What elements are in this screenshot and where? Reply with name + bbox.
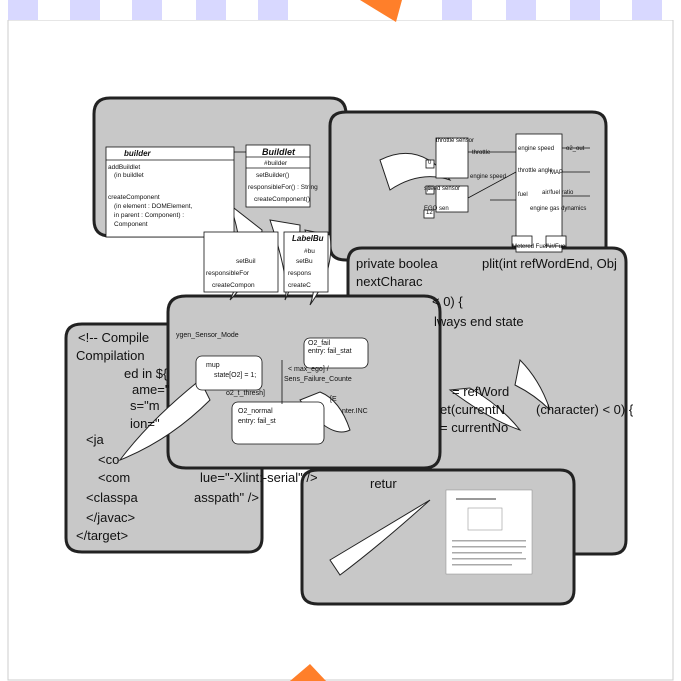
- java-line-10: retur: [370, 476, 397, 491]
- xml-line-3: ed in ${: [124, 366, 168, 381]
- java-line-1: private boolea: [356, 256, 438, 271]
- xml-line-5: s="m: [130, 398, 160, 413]
- uml-title-buildlet: Buildlet: [262, 147, 295, 157]
- uml-br-3: respons: [288, 270, 312, 277]
- xml-line-7: <ja: [86, 432, 104, 447]
- java-line-6: = refWord: [452, 384, 510, 399]
- sim-label-5: EGO sen: [424, 206, 449, 212]
- xml-line-12: asspath" />: [194, 490, 259, 505]
- sc-label-7: < max_ego] /: [288, 366, 329, 373]
- sim-label-8: MAP: [550, 170, 564, 176]
- uml-br-2: setBu: [296, 258, 313, 265]
- uml-diagram: [105, 144, 329, 293]
- java-line-4: lways end state: [434, 314, 524, 329]
- sc-label-4: o2_t_thresh]: [226, 390, 265, 397]
- uml-left-6: Component: [114, 221, 148, 228]
- java-line-2: nextCharac: [356, 274, 423, 289]
- java-line-9: = currentNo: [440, 420, 509, 435]
- uml-bl-2: responsibleFor: [206, 270, 249, 277]
- xml-line-8: <co: [98, 452, 120, 467]
- sim-label-12: engine gas dynamics: [530, 206, 587, 212]
- sc-label-3: state[O2] = 1;: [214, 372, 257, 379]
- sc-label-12: nter.INC: [342, 408, 368, 415]
- uml-br-4: createC: [288, 282, 311, 289]
- uml-left-2: (in buildlet: [114, 172, 144, 179]
- sc-label-5: O2_fail: [308, 340, 331, 347]
- uml-br-1: #bu: [304, 248, 315, 255]
- sim-label-9: fuel: [518, 192, 528, 198]
- uml-left-4: (in element : DOMElement,: [114, 203, 193, 210]
- uml-left-title: builder: [124, 149, 151, 158]
- java-line-5: plit(int refWordEnd, Obj: [482, 256, 617, 271]
- uml-method-1: setBuilder(): [256, 172, 290, 179]
- sim-label-13: Metered Fuel: [512, 244, 548, 250]
- sc-label-10: entry: fail_st: [238, 418, 276, 425]
- paper-panel: [300, 468, 576, 606]
- sim-label-4: speed sensor: [424, 186, 461, 192]
- uml-bl-3: createCompon: [212, 282, 255, 289]
- sim-label-2: throttle: [472, 150, 491, 156]
- xml-line-14: </target>: [76, 528, 129, 543]
- bottom-arrow-marker: [290, 664, 326, 681]
- uml-left-5: in parent : Component) :: [114, 212, 185, 219]
- xml-line-9: <com: [98, 470, 131, 485]
- top-arrow-marker: [360, 0, 402, 22]
- paper-thumbnail: [445, 489, 533, 575]
- sim-label-10: air/fuel ratio: [542, 190, 574, 196]
- xml-line-13: </javac>: [86, 510, 136, 525]
- sim-label-14: Air/Fuel: [546, 244, 567, 250]
- sim-label-3: engine speed: [470, 174, 507, 180]
- uml-bl-1: setBuil: [236, 258, 256, 265]
- uml-labelbu: LabelBu: [292, 234, 324, 243]
- xml-line-10: lue="-Xlint:-serial" />: [200, 470, 318, 485]
- xml-line-4: ame=": [132, 382, 170, 397]
- uml-method-3: createComponent(): [254, 196, 310, 203]
- uml-attr: #builder: [264, 160, 288, 167]
- sim-label-7: engine speed: [518, 146, 555, 152]
- sim-num-1: 0: [428, 160, 432, 166]
- java-line-7: et(currentN: [440, 402, 506, 417]
- sc-label-9: O2_normal: [238, 408, 273, 415]
- java-line-8: (character) < 0) {: [536, 402, 634, 417]
- xml-line-6: ion=": [130, 416, 160, 431]
- uml-method-2: responsibleFor() : String: [248, 184, 318, 191]
- java-line-3: < 0) {: [432, 294, 463, 309]
- xml-line-2: Compilation: [76, 348, 145, 363]
- sc-label-8: Sens_Failure_Counte: [284, 376, 352, 383]
- sim-label-6: throttle angle: [518, 168, 553, 174]
- sc-label-1: ygen_Sensor_Mode: [176, 332, 239, 339]
- sc-label-11: [E: [330, 396, 337, 403]
- xml-line-1: <!-- Compile: [78, 330, 150, 345]
- simulink-diagram: [423, 133, 590, 253]
- statechart-diagram: [195, 337, 369, 445]
- sim-num-2: 12: [426, 210, 433, 216]
- sc-label-6: entry: fail_stat: [308, 348, 352, 355]
- sc-label-2: mup: [206, 362, 220, 369]
- header-band: [0, 0, 681, 20]
- xml-line-11: <classpa: [86, 490, 138, 505]
- uml-left-1: addBuildlet: [108, 164, 141, 171]
- sim-num-3: 0: [428, 186, 432, 192]
- sim-label-11: o2_out: [566, 146, 585, 152]
- sim-label-1: throttle sensor: [436, 138, 475, 144]
- uml-left-3: createComponent: [108, 194, 160, 201]
